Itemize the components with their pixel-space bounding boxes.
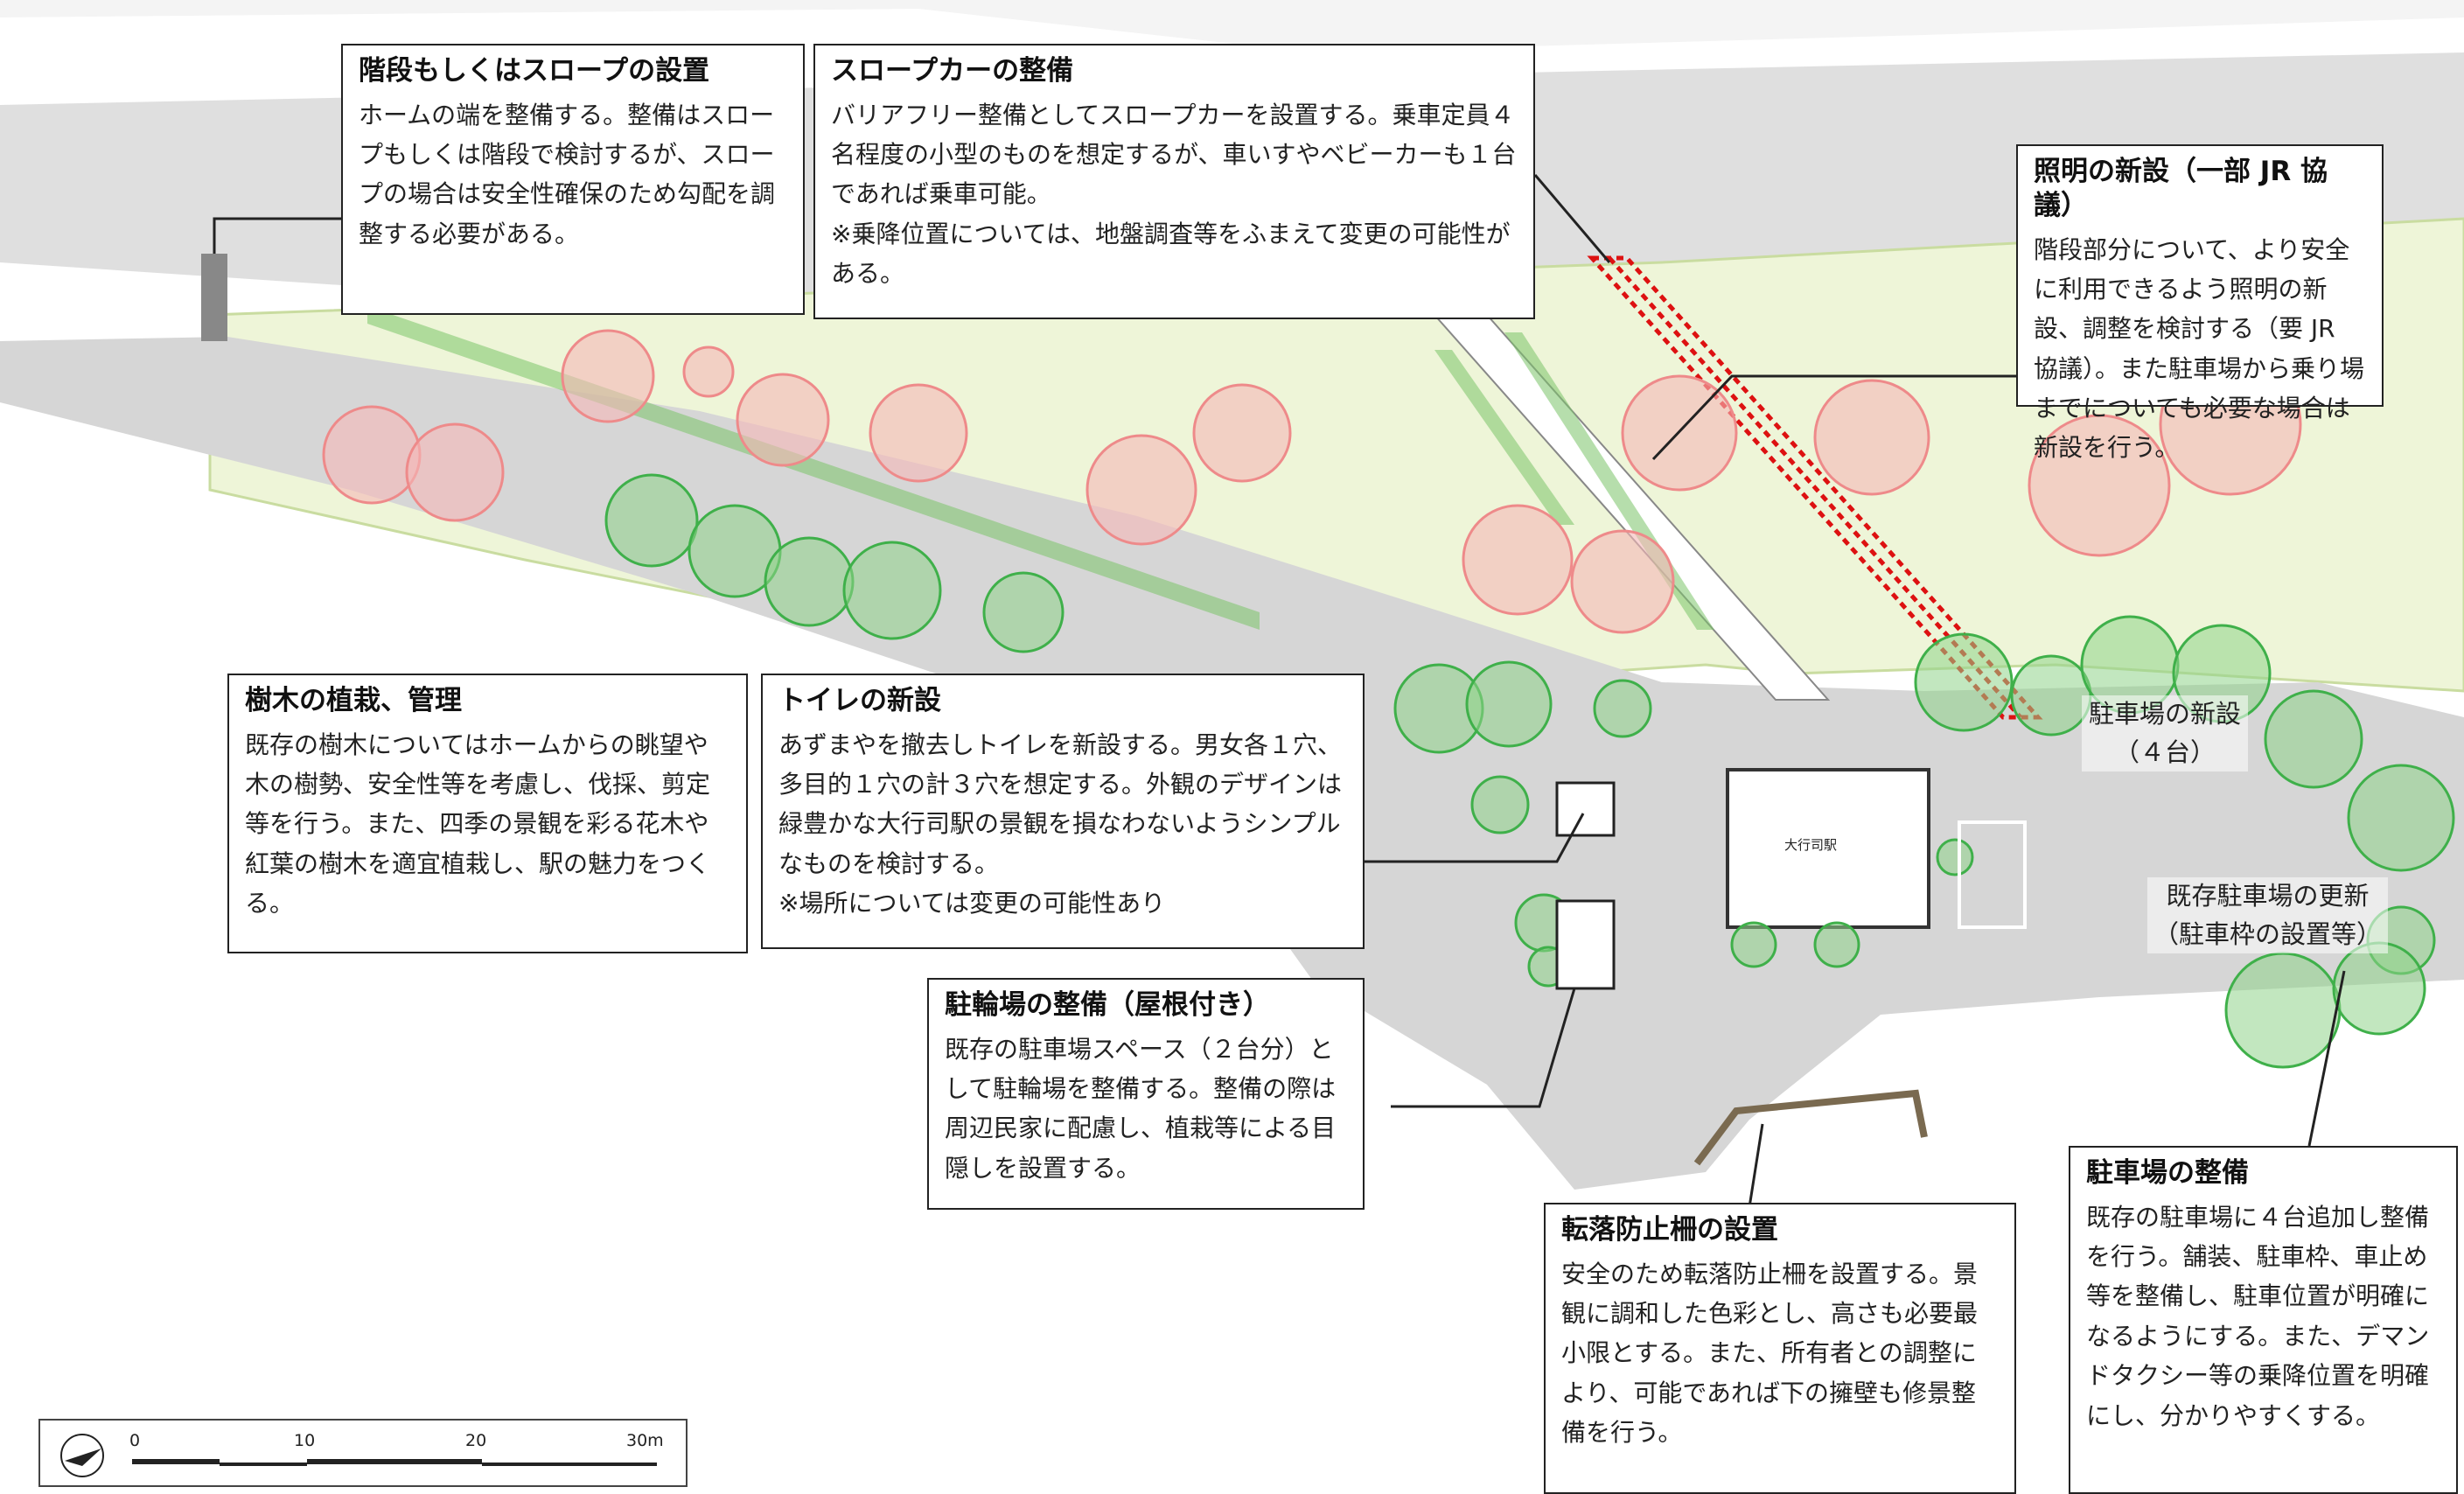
callout-body: 既存の駐車場に４台追加し整備を行う。舗装、駐車枠、車止め等を整備し、駐車位置が明… — [2086, 1202, 2430, 1430]
callout-body: 既存の樹木についてはホームからの眺望や木の樹勢、安全性等を考慮し、伐採、剪定等を… — [245, 730, 711, 918]
north-arrow-icon — [60, 1434, 104, 1477]
scale-line — [132, 1459, 657, 1466]
platform-end-marker — [201, 254, 227, 341]
label-parking-update: 既存駐車場の更新 （駐車枠の設置等） — [2147, 877, 2388, 953]
callout-note: ※乗降位置については、地盤調査等をふまえて変更の可能性がある。 — [831, 219, 1511, 289]
callout-title: 照明の新設（一部 JR 協議） — [2034, 156, 2328, 221]
callout-body: 既存の駐車場スペース（２台分）として駐輪場を整備する。整備の際は周辺民家に配慮し… — [945, 1034, 1337, 1183]
scale-tick-0: 0 — [129, 1431, 141, 1450]
label-station: 大行司駅 — [1784, 837, 1838, 853]
callout-body: 階段部分について、より安全に利用できるよう照明の新設、調整を検討する（要 JR … — [2034, 234, 2365, 463]
callout-fence: 転落防止柵の設置 安全のため転落防止柵を設置する。景観に調和した色彩とし、高さも… — [1544, 1203, 2016, 1494]
callout-trees: 樹木の植栽、管理 既存の樹木についてはホームからの眺望や木の樹勢、安全性等を考慮… — [227, 674, 748, 953]
label-parking-update-detail: （駐車枠の設置等） — [2153, 918, 2382, 949]
callout-lighting: 照明の新設（一部 JR 協議） 階段部分について、より安全に利用できるよう照明の… — [2016, 144, 2384, 462]
callout-body: 安全のため転落防止柵を設置する。景観に調和した色彩とし、高さも必要最小限とする。… — [1561, 1259, 1979, 1448]
bike-shelter-marker — [1555, 899, 1616, 990]
leader-lines — [213, 174, 2346, 1208]
callout-title: 転落防止柵の設置 — [1561, 1214, 1778, 1246]
callout-title: スロープカーの整備 — [831, 55, 1074, 87]
fall-prevention-fence — [1693, 1089, 1928, 1166]
callout-bicycle: 駐輪場の整備（屋根付き） 既存の駐車場スペース（２台分）として駐輪場を整備する。… — [927, 978, 1365, 1210]
parking-spot-outline — [1958, 820, 2027, 929]
station-building — [1726, 768, 1930, 929]
callout-title: 階段もしくはスロープの設置 — [359, 55, 710, 87]
label-new-parking: 駐車場の新設 （４台） — [2082, 695, 2248, 771]
scale-tick-30: 30m — [626, 1431, 664, 1450]
toilet-marker — [1555, 781, 1616, 837]
callout-title: 駐車場の整備 — [2086, 1157, 2249, 1189]
existing-trees — [604, 473, 2455, 1069]
callout-body: あずまやを撤去しトイレを新設する。男女各１穴、多目的１穴の計３穴を想定する。外観… — [778, 730, 1343, 878]
callout-slopecar: スロープカーの整備 バリアフリー整備としてスロープカーを設置する。乗車定員４名程… — [813, 44, 1535, 319]
new-trees — [322, 329, 2302, 634]
callout-stairs: 階段もしくはスロープの設置 ホームの端を整備する。整備はスロープもしくは階段で検… — [341, 44, 805, 315]
label-new-parking-title: 駐車場の新設 — [2088, 699, 2241, 729]
callout-title: 駐輪場の整備（屋根付き） — [945, 989, 1270, 1021]
label-parking-update-title: 既存駐車場の更新 — [2166, 881, 2370, 911]
callout-parking: 駐車場の整備 既存の駐車場に４台追加し整備を行う。舗装、駐車枠、車止め等を整備し… — [2069, 1146, 2458, 1494]
label-new-parking-count: （４台） — [2113, 737, 2216, 767]
callout-title: 樹木の植栽、管理 — [245, 685, 462, 716]
callout-note: ※場所については変更の可能性あり — [778, 889, 1166, 918]
scale-tick-20: 20 — [465, 1431, 487, 1450]
callout-body: ホームの端を整備する。整備はスロープもしくは階段で検討するが、スロープの場合は安… — [359, 100, 776, 248]
callout-toilet: トイレの新設 あずまやを撤去しトイレを新設する。男女各１穴、多目的１穴の計３穴を… — [761, 674, 1365, 949]
scale-tick-10: 10 — [294, 1431, 316, 1450]
callout-body: バリアフリー整備としてスロープカーを設置する。乗車定員４名程度の小型のものを想定… — [831, 100, 1517, 209]
scale-bar: 0 10 20 30m — [38, 1419, 688, 1487]
callout-title: トイレの新設 — [778, 685, 941, 716]
